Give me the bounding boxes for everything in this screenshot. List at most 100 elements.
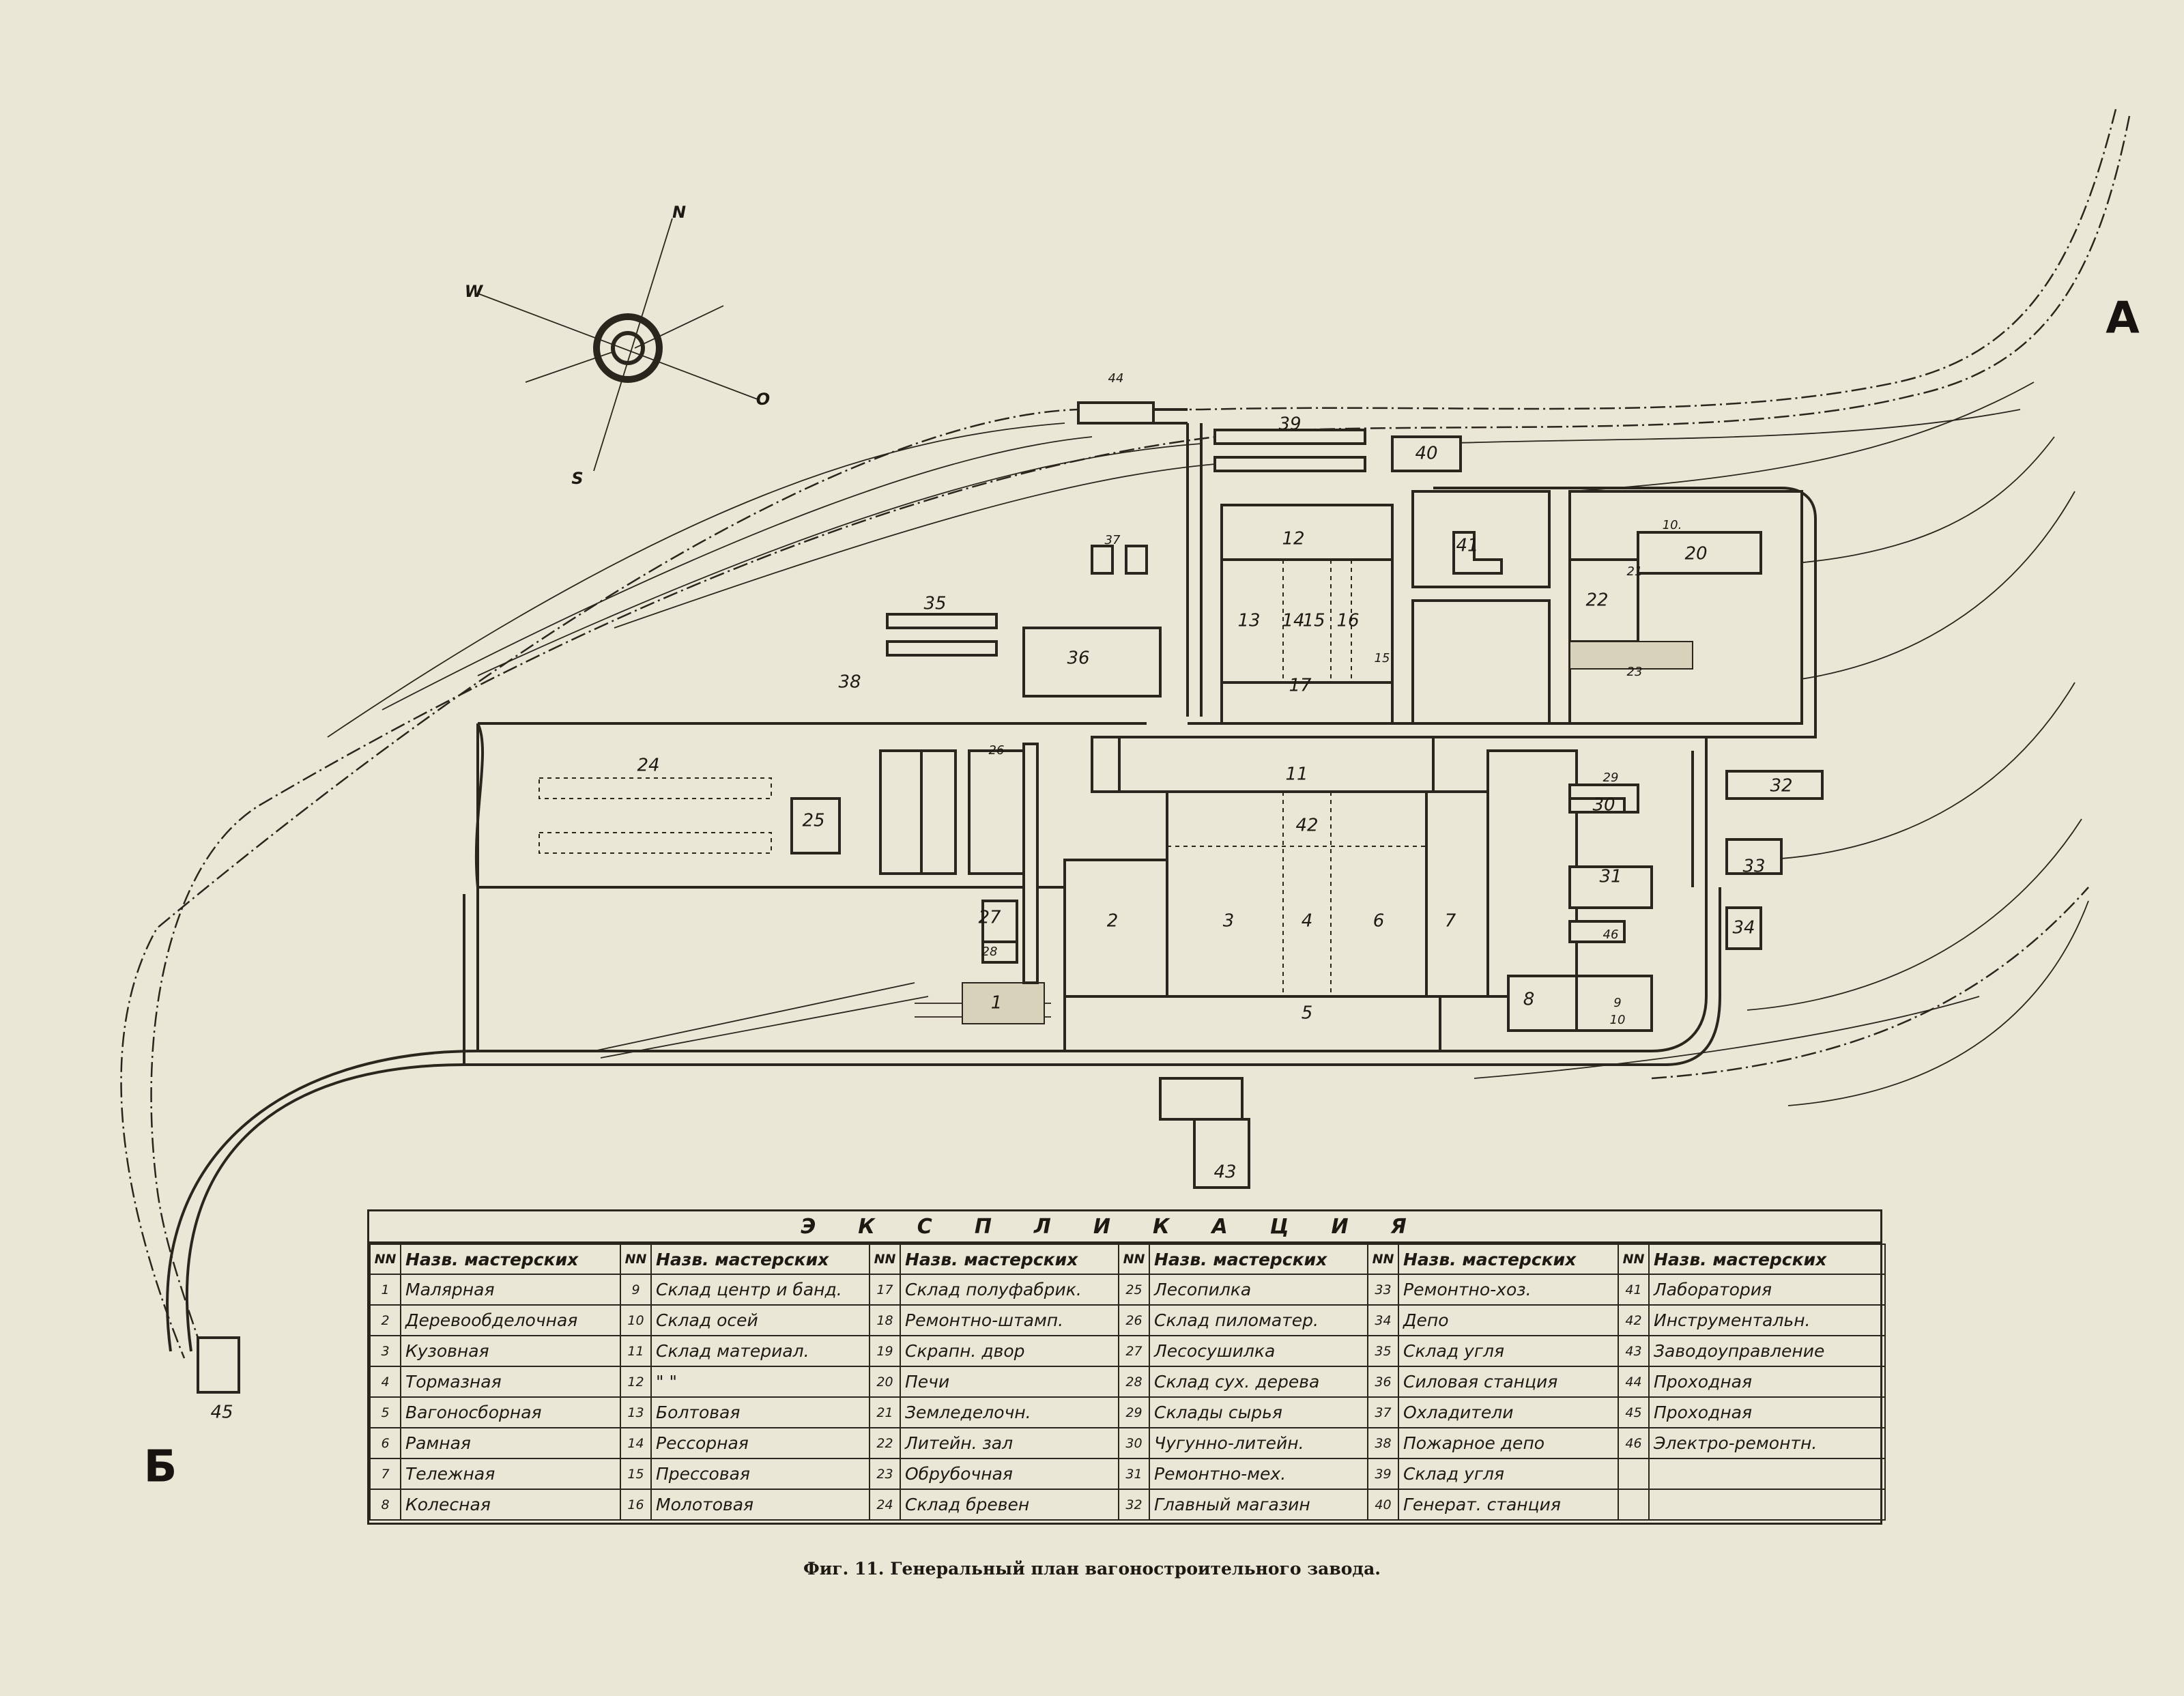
legend-number-cell: 12 bbox=[620, 1366, 652, 1398]
legend-number-cell: 17 bbox=[869, 1274, 901, 1306]
legend-name-cell: Лесопилка bbox=[1149, 1274, 1368, 1306]
svg-text:11: 11 bbox=[1285, 764, 1308, 785]
legend-name-cell: Склад материал. bbox=[650, 1335, 870, 1367]
compass-west-label: W bbox=[465, 282, 484, 301]
legend-name-cell: Склад бревен bbox=[900, 1489, 1119, 1521]
direction-marker-a: А bbox=[2106, 293, 2140, 344]
legend-name-cell: Силовая станция bbox=[1398, 1366, 1619, 1398]
legend-number-cell: 20 bbox=[869, 1366, 901, 1398]
legend-number-cell: 8 bbox=[369, 1489, 401, 1521]
svg-text:14: 14 bbox=[1282, 611, 1304, 631]
legend-name-cell: Колесная bbox=[400, 1489, 621, 1521]
legend-number-cell: 41 bbox=[1618, 1274, 1650, 1306]
svg-text:13: 13 bbox=[1237, 611, 1260, 631]
legend-number-cell: 15 bbox=[620, 1458, 652, 1490]
legend-name-cell: Проходная bbox=[1648, 1396, 1886, 1428]
svg-text:10.: 10. bbox=[1663, 518, 1682, 532]
legend-number-cell: 44 bbox=[1618, 1366, 1650, 1398]
svg-text:29: 29 bbox=[1603, 771, 1619, 785]
legend-name-cell: Склад центр и банд. bbox=[650, 1274, 870, 1306]
legend-name-cell bbox=[1648, 1458, 1886, 1490]
legend-name-cell: Генерат. станция bbox=[1398, 1489, 1619, 1521]
legend-number-cell: 22 bbox=[869, 1427, 901, 1459]
legend-name-cell: Назв. мастерских bbox=[650, 1244, 870, 1275]
legend-name-cell: Склад угля bbox=[1398, 1335, 1619, 1367]
legend-name-cell: Ремонтно-мех. bbox=[1149, 1458, 1368, 1490]
svg-text:22: 22 bbox=[1585, 590, 1608, 611]
legend-number-cell: 16 bbox=[620, 1489, 652, 1521]
legend-name-cell: Пожарное депо bbox=[1398, 1427, 1619, 1459]
svg-text:37: 37 bbox=[1105, 533, 1121, 547]
legend-number-cell: 37 bbox=[1367, 1396, 1399, 1428]
svg-text:16: 16 bbox=[1336, 611, 1359, 631]
legend-name-cell: Болтовая bbox=[650, 1396, 870, 1428]
svg-text:6: 6 bbox=[1373, 911, 1385, 932]
svg-text:17: 17 bbox=[1289, 676, 1312, 696]
legend-title: ЭКСПЛИКАЦИЯ bbox=[369, 1211, 1880, 1244]
legend-name-cell: Скрапн. двор bbox=[900, 1335, 1119, 1367]
legend-number-cell: 35 bbox=[1367, 1335, 1399, 1367]
legend-number-cell: 32 bbox=[1118, 1489, 1150, 1521]
svg-text:2: 2 bbox=[1107, 911, 1119, 932]
compass-south-label: S bbox=[571, 469, 583, 488]
legend-number-cell: 4 bbox=[369, 1366, 401, 1398]
legend-number-cell: 36 bbox=[1367, 1366, 1399, 1398]
legend-number-cell: 9 bbox=[620, 1274, 652, 1306]
svg-text:15: 15 bbox=[1302, 611, 1325, 631]
svg-text:31: 31 bbox=[1599, 867, 1622, 887]
building-number-labels: 1 2 3 4 5 6 7 8 9 10 10. 11 12 13 14 15 … bbox=[210, 371, 1792, 1423]
svg-text:46: 46 bbox=[1603, 928, 1619, 942]
legend-number-cell: 11 bbox=[620, 1335, 652, 1367]
legend-name-cell: Литейн. зал bbox=[900, 1427, 1119, 1459]
svg-text:25: 25 bbox=[802, 811, 824, 831]
legend-name-cell: Депо bbox=[1398, 1304, 1619, 1336]
buildings bbox=[197, 401, 1824, 1394]
compass-rose: N W O S bbox=[465, 203, 770, 488]
legend-number-cell: 46 bbox=[1618, 1427, 1650, 1459]
svg-text:41: 41 bbox=[1456, 536, 1478, 556]
legend-name-cell: Рессорная bbox=[650, 1427, 870, 1459]
legend-number-cell: NN bbox=[869, 1244, 901, 1275]
legend-name-cell: Вагоносборная bbox=[400, 1396, 621, 1428]
svg-text:34: 34 bbox=[1732, 918, 1755, 938]
legend-name-cell: Тележная bbox=[400, 1458, 621, 1490]
legend-number-cell: 27 bbox=[1118, 1335, 1150, 1367]
svg-text:35: 35 bbox=[923, 594, 946, 614]
svg-text:36: 36 bbox=[1067, 648, 1089, 669]
svg-text:33: 33 bbox=[1742, 857, 1765, 877]
legend-name-cell: Заводоуправление bbox=[1648, 1335, 1886, 1367]
legend-name-cell: Проходная bbox=[1648, 1366, 1886, 1398]
shop-partitions bbox=[1167, 560, 1426, 996]
legend-name-cell: Чугунно-литейн. bbox=[1149, 1427, 1368, 1459]
svg-text:20: 20 bbox=[1684, 544, 1707, 564]
legend-name-cell: Печи bbox=[900, 1366, 1119, 1398]
legend-number-cell: NN bbox=[1118, 1244, 1150, 1275]
legend-name-cell: Лаборатория bbox=[1648, 1274, 1886, 1306]
legend-number-cell: 28 bbox=[1118, 1366, 1150, 1398]
svg-text:1: 1 bbox=[991, 993, 1003, 1014]
svg-text:44: 44 bbox=[1108, 371, 1124, 386]
svg-text:28: 28 bbox=[982, 945, 998, 959]
svg-text:45: 45 bbox=[210, 1403, 233, 1423]
svg-text:40: 40 bbox=[1415, 444, 1437, 464]
svg-text:3: 3 bbox=[1223, 911, 1235, 932]
svg-text:38: 38 bbox=[838, 672, 861, 693]
legend-number-cell: NN bbox=[369, 1244, 401, 1275]
legend-name-cell: Назв. мастерских bbox=[1648, 1244, 1886, 1275]
legend-number-cell: 39 bbox=[1367, 1458, 1399, 1490]
legend-name-cell: Инструментальн. bbox=[1648, 1304, 1886, 1336]
legend-name-cell: Назв. мастерских bbox=[900, 1244, 1119, 1275]
legend-number-cell: 7 bbox=[369, 1458, 401, 1490]
legend-number-cell: 29 bbox=[1118, 1396, 1150, 1428]
legend-number-cell: 14 bbox=[620, 1427, 652, 1459]
legend-name-cell: Лесосушилка bbox=[1149, 1335, 1368, 1367]
legend-number-cell: 6 bbox=[369, 1427, 401, 1459]
svg-text:9: 9 bbox=[1613, 996, 1621, 1010]
